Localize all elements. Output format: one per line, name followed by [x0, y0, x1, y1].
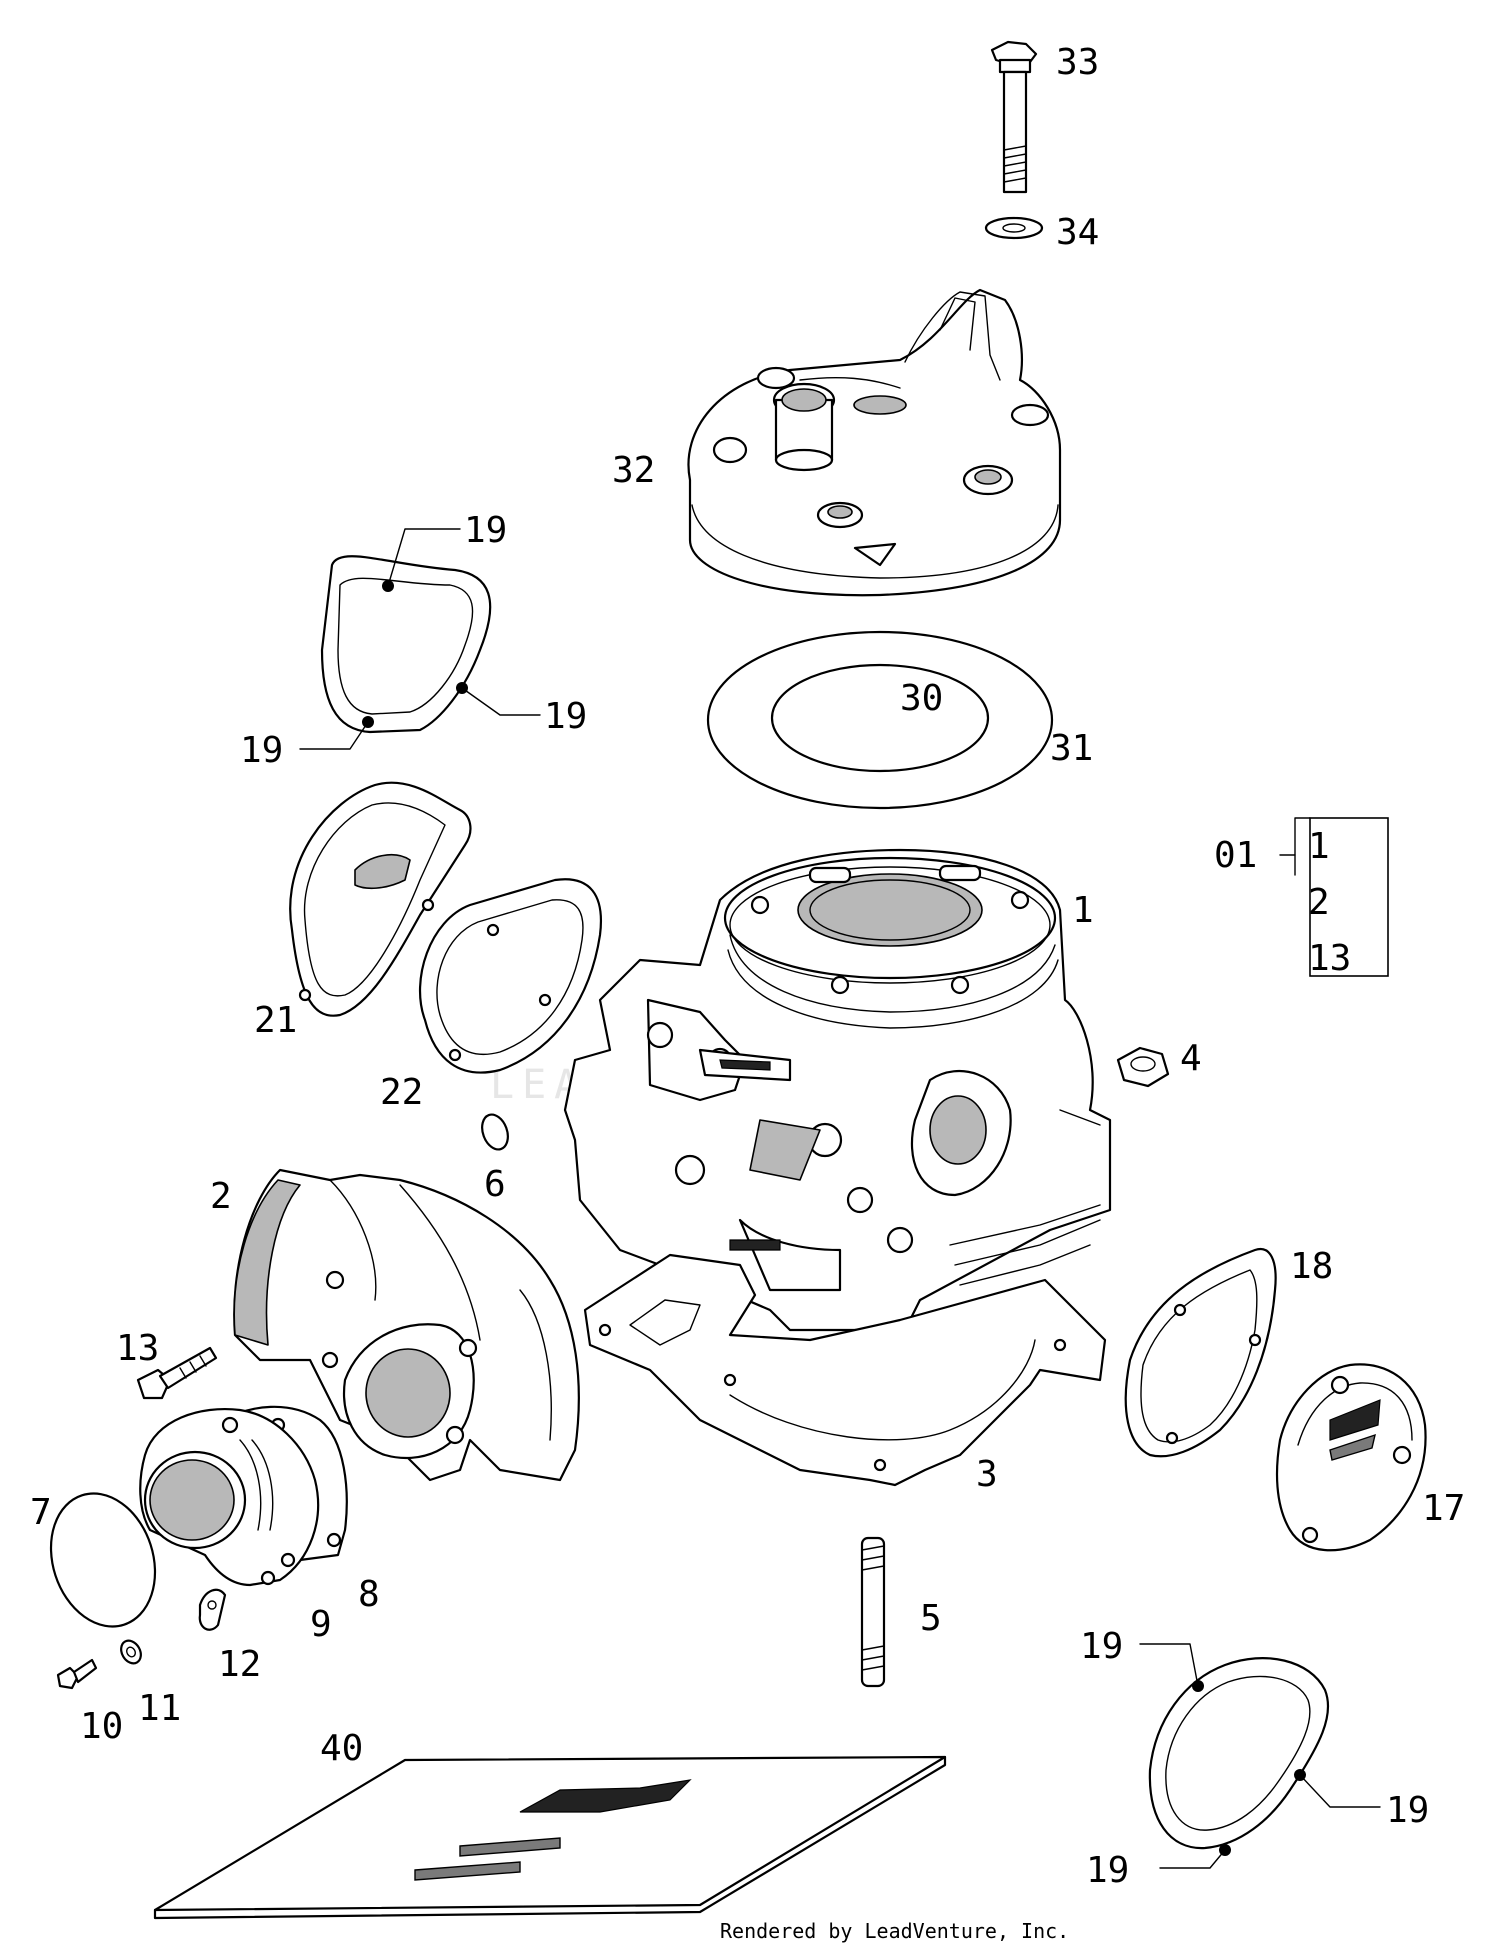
part-10-screw[interactable] — [56, 1658, 98, 1690]
kit-box — [1309, 817, 1389, 977]
label-8: 8 — [358, 1574, 380, 1615]
part-6-o-ring[interactable] — [478, 1111, 513, 1153]
label-4: 4 — [1180, 1038, 1202, 1079]
part-9-flange[interactable] — [139, 1408, 320, 1587]
label-5: 5 — [920, 1598, 942, 1639]
label-3: 3 — [976, 1454, 998, 1495]
label-kit-13: 13 — [1308, 938, 1351, 979]
label-30: 30 — [900, 678, 943, 719]
label-6: 6 — [484, 1164, 506, 1205]
leader-lines — [299, 528, 1381, 1869]
label-18: 18 — [1290, 1246, 1333, 1287]
label-32: 32 — [612, 450, 655, 491]
label-34: 34 — [1056, 212, 1099, 253]
part-32-cylinder-head[interactable] — [687, 288, 1062, 597]
label-19-f: 19 — [1086, 1850, 1129, 1891]
label-2: 2 — [210, 1176, 232, 1217]
part-18-gasket[interactable] — [1124, 1247, 1277, 1458]
part-22-gasket[interactable] — [418, 878, 602, 1074]
part-17-cover[interactable] — [1275, 1363, 1427, 1552]
part-34-washer[interactable] — [984, 216, 1044, 240]
callout-labels: 33 34 32 19 19 19 30 31 01 1 2 13 1 21 2… — [30, 42, 1465, 1891]
part-1-cylinder[interactable] — [563, 848, 1112, 1342]
part-21-gasket[interactable] — [289, 781, 472, 1017]
part-3-base-gasket[interactable] — [583, 1253, 1107, 1487]
label-10: 10 — [80, 1706, 123, 1747]
label-19-a: 19 — [464, 510, 507, 551]
part-13-screw[interactable] — [136, 1346, 218, 1400]
part-4-nut[interactable] — [1116, 1046, 1170, 1088]
label-13: 13 — [116, 1328, 159, 1369]
label-17: 17 — [1422, 1488, 1465, 1529]
part-30-o-ring[interactable] — [770, 663, 990, 773]
label-19-b: 19 — [544, 696, 587, 737]
label-1: 1 — [1072, 890, 1094, 931]
label-40: 40 — [320, 1728, 363, 1769]
label-31: 31 — [1050, 728, 1093, 769]
part-40-gasket-set[interactable] — [153, 1755, 947, 1920]
label-7: 7 — [30, 1492, 52, 1533]
label-33: 33 — [1056, 42, 1099, 83]
part-7-o-ring[interactable] — [34, 1480, 171, 1640]
part-19-upper-gasket[interactable] — [320, 555, 492, 734]
part-31-head-gasket-ring[interactable] — [706, 630, 1054, 810]
label-19-c: 19 — [240, 730, 283, 771]
part-5-stud[interactable] — [860, 1536, 886, 1688]
label-22: 22 — [380, 1072, 423, 1113]
label-19-d: 19 — [1080, 1626, 1123, 1667]
label-9: 9 — [310, 1604, 332, 1645]
render-credit: Rendered by LeadVenture, Inc. — [720, 1919, 1069, 1943]
label-kit-1: 1 — [1308, 826, 1330, 867]
label-11: 11 — [138, 1688, 181, 1729]
part-2-exhaust-housing[interactable] — [233, 1168, 580, 1482]
label-01: 01 — [1214, 835, 1257, 876]
label-kit-2: 2 — [1308, 882, 1330, 923]
part-12-clip[interactable] — [198, 1588, 227, 1631]
part-19-lower-gasket[interactable] — [1148, 1657, 1330, 1856]
label-21: 21 — [254, 1000, 297, 1041]
part-11-washer[interactable] — [117, 1637, 145, 1667]
part-33-bolt[interactable] — [990, 40, 1038, 194]
label-19-e: 19 — [1386, 1790, 1429, 1831]
label-12: 12 — [218, 1644, 261, 1685]
